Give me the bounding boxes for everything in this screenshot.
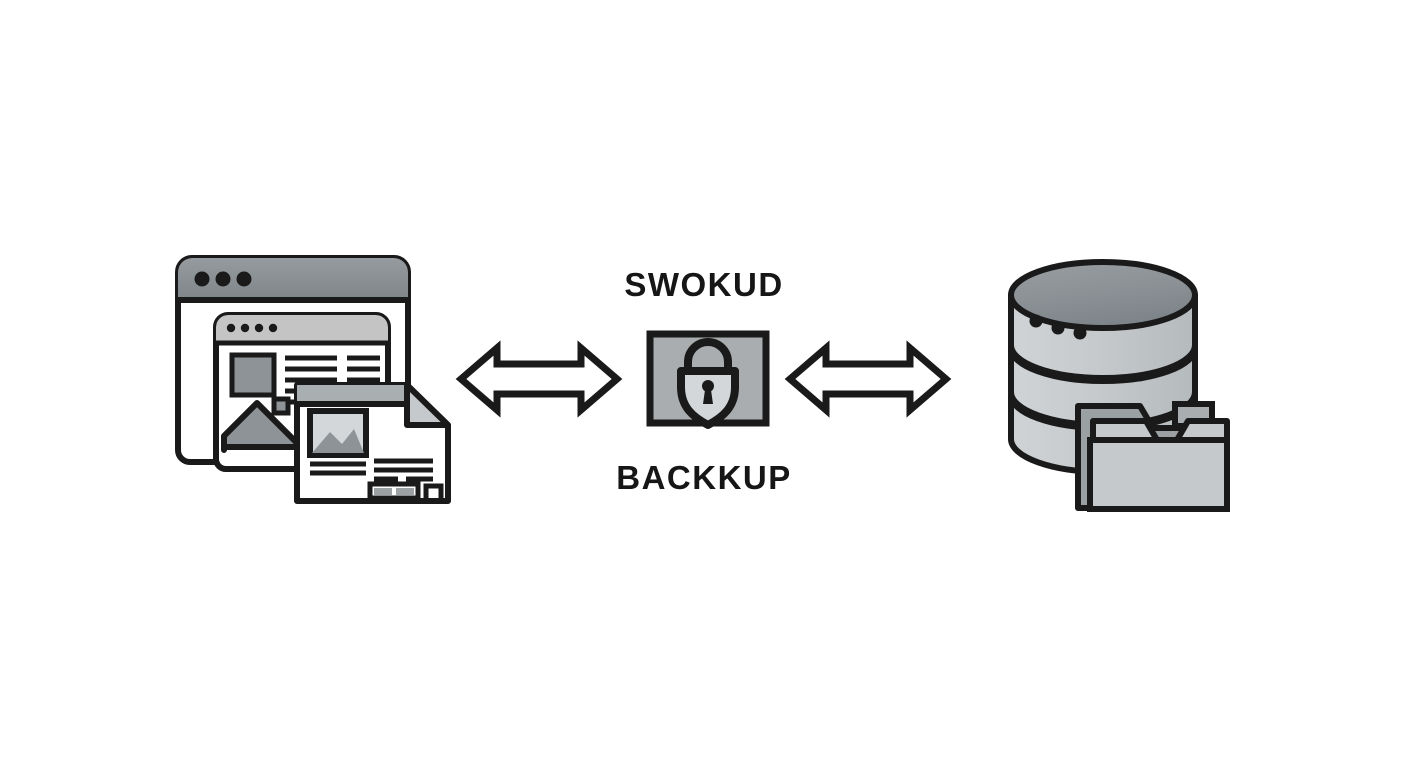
lock-shackle-icon <box>684 338 732 371</box>
label-backkup-text: BACKKUP <box>616 459 792 496</box>
document-button-2 <box>396 488 414 495</box>
bidirectional-arrow-right <box>784 340 952 418</box>
browser-mid-bullet-square <box>271 396 291 416</box>
lock-keyhole-circle-icon <box>702 380 714 392</box>
document-header-band <box>297 385 426 404</box>
database-top-surface <box>1008 259 1198 331</box>
document-text-lines-right <box>374 458 433 482</box>
lock-keyhole-stem-icon <box>703 390 713 404</box>
browser-mid-dot-1 <box>226 323 236 333</box>
browser-mid-titlebar <box>216 315 388 343</box>
browser-back-dot-2 <box>215 271 231 287</box>
browser-mid-dot-3 <box>254 323 264 333</box>
database-dot-t2 <box>1051 321 1065 335</box>
secure-lock-panel <box>646 330 770 429</box>
database-cylinder-group <box>1008 259 1230 512</box>
bidirectional-arrow-left <box>455 340 623 418</box>
document-page-front <box>294 382 451 504</box>
browser-back-dot-3 <box>236 271 252 287</box>
document-arch-icon <box>423 483 444 499</box>
browser-mid-image-placeholder <box>229 352 277 398</box>
database-dot-t1 <box>1029 314 1043 328</box>
storage-folder-body <box>1087 437 1230 512</box>
database-dot-t3 <box>1073 326 1087 340</box>
label-backkup: BACKKUP <box>0 459 1408 497</box>
browser-mid-dot-2 <box>240 323 250 333</box>
browser-mid-dot-4 <box>268 323 278 333</box>
document-image-mountain <box>312 429 364 453</box>
document-folded-corner <box>404 382 451 428</box>
label-swokud: SWOKUD <box>0 266 1408 304</box>
browser-back-titlebar <box>178 258 408 300</box>
document-button-group <box>367 481 421 501</box>
browser-back-dot-1 <box>194 271 210 287</box>
source-windows-group <box>175 255 451 504</box>
browser-mid-mountain-shape <box>221 400 304 453</box>
browser-mid-text-col-right <box>347 355 380 383</box>
document-text-lines-left <box>310 461 366 476</box>
label-swokud-text: SWOKUD <box>624 266 784 303</box>
document-button-1 <box>374 488 392 495</box>
